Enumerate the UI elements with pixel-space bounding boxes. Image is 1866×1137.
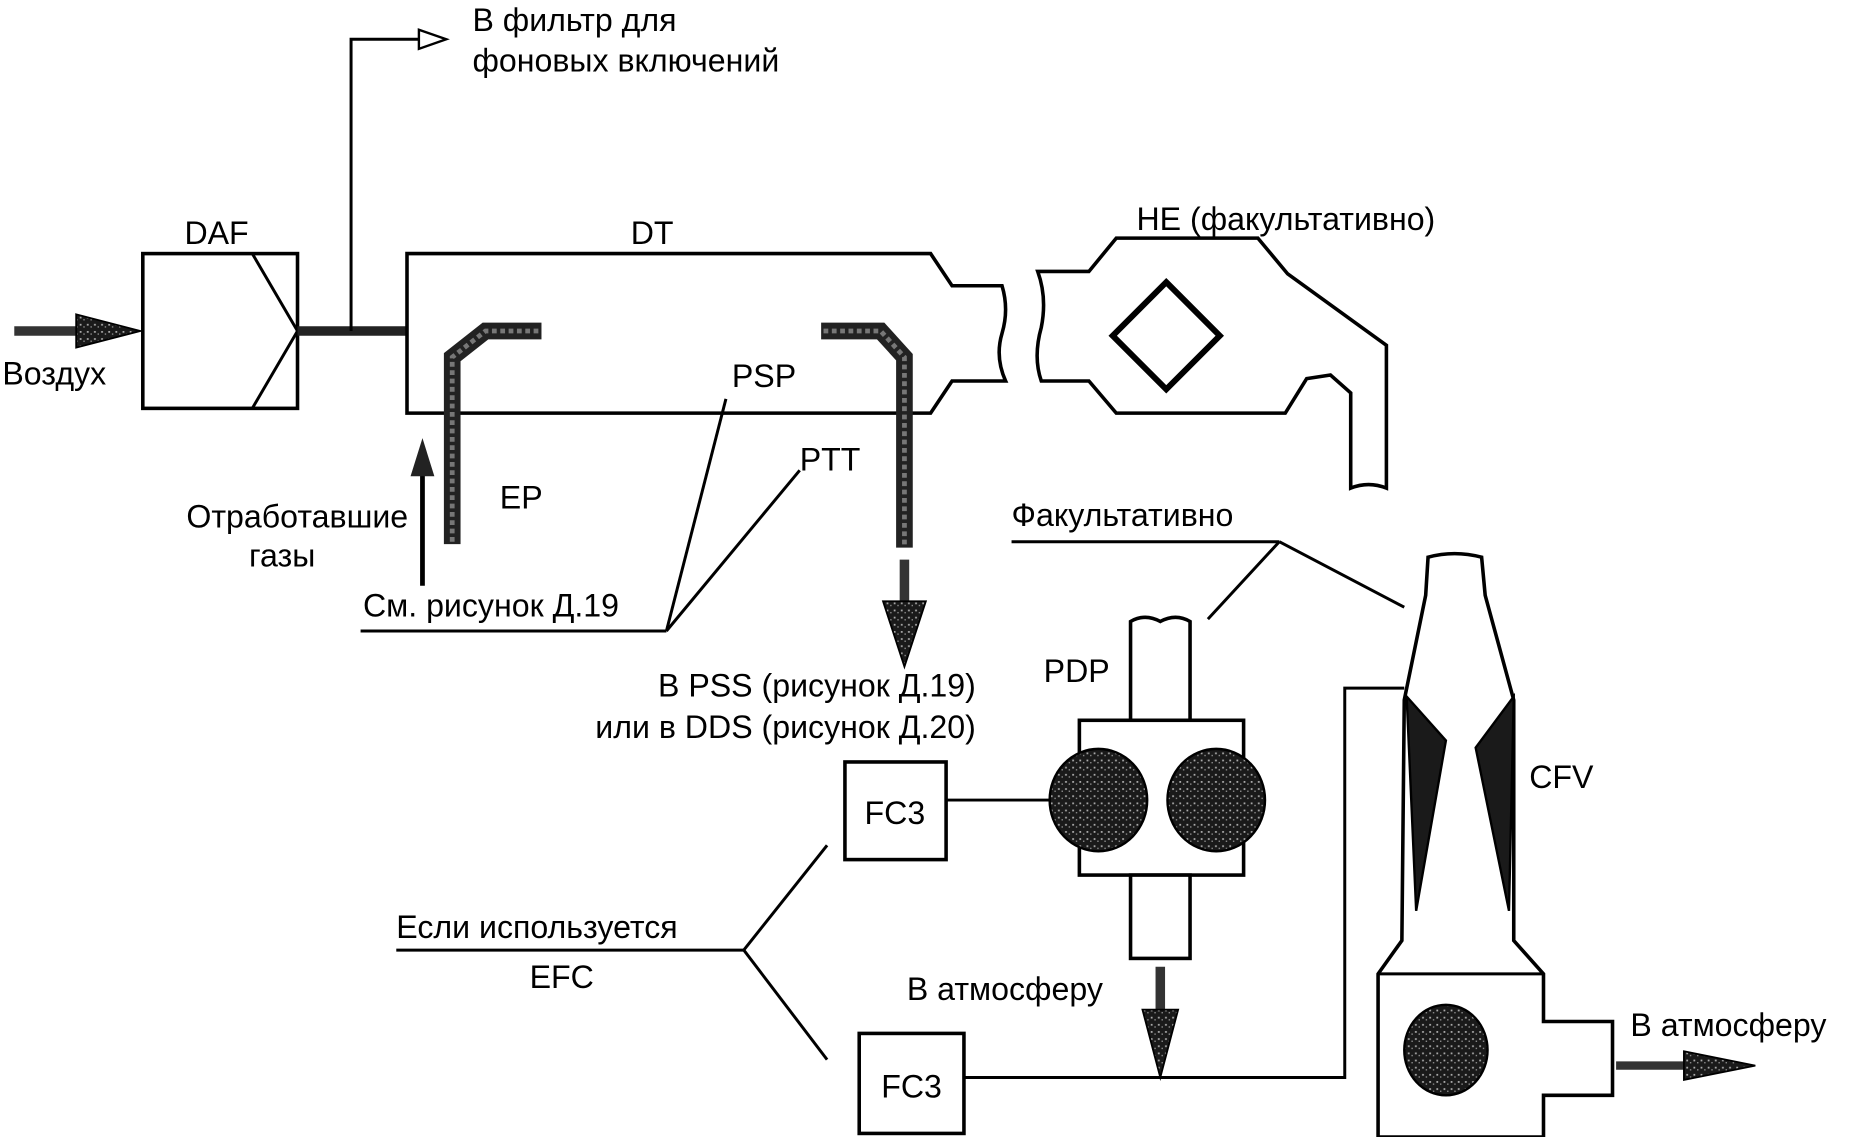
psp-label: PSP [732, 358, 796, 394]
optional-leader-lines [1011, 540, 1405, 621]
daf-label: DAF [184, 215, 248, 251]
background-filter-label-1: В фильтр для [472, 2, 676, 38]
fc3-top-label: FC3 [865, 795, 926, 831]
to-dds-label: или в DDS (рисунок Д.20) [595, 709, 976, 745]
exhaust-inlet-arrow [410, 438, 435, 586]
air-label: Воздух [2, 356, 106, 392]
air-inlet-arrow [14, 313, 144, 349]
efc-label: EFC [530, 959, 594, 995]
background-filter-label-2: фоновых включений [472, 42, 779, 78]
dt-label: DT [631, 215, 674, 251]
pdp-atmosphere-arrow [1141, 966, 1180, 1081]
optional-label: Факультативно [1012, 497, 1234, 533]
he-label: НЕ (факультативно) [1136, 201, 1435, 237]
fc3-bottom-label: FC3 [881, 1069, 942, 1105]
if-used-label: Если используется [396, 909, 677, 945]
ep-label: EP [500, 479, 543, 515]
see-figure-leader-lines [360, 398, 801, 633]
fc3-bottom-box [857, 1031, 966, 1136]
cfv-label: CFV [1529, 759, 1594, 795]
exhaust-label-1: Отработавшие [186, 498, 408, 534]
ptt-label: PTT [800, 441, 861, 477]
fc3-top-box [843, 760, 948, 862]
efc-leader-lines [396, 844, 829, 1061]
daf-box [141, 251, 300, 411]
to-pss-label: В PSS (рисунок Д.19) [658, 667, 976, 703]
background-filter-branch [349, 28, 450, 331]
ptt-probe [821, 322, 913, 548]
dilution-tunnel [405, 251, 1009, 415]
pdp-atmosphere-label: В атмосферу [907, 971, 1103, 1007]
fc3-bottom-to-cfv-line [963, 686, 1405, 1079]
cfv-atmosphere-label: В атмосферу [1630, 1007, 1826, 1043]
exhaust-label-2: газы [249, 538, 315, 574]
see-figure-label: См. рисунок Д.19 [363, 588, 619, 624]
cfv-venturi [1376, 551, 1615, 1137]
heat-exchanger-symbol [1108, 277, 1225, 394]
pdp-pump [1048, 615, 1267, 961]
cfv-atmosphere-arrow [1616, 1050, 1756, 1081]
pdp-label: PDP [1044, 653, 1110, 689]
to-pss-arrow [881, 559, 928, 670]
ep-probe [443, 322, 542, 545]
heat-exchanger [1035, 236, 1389, 491]
